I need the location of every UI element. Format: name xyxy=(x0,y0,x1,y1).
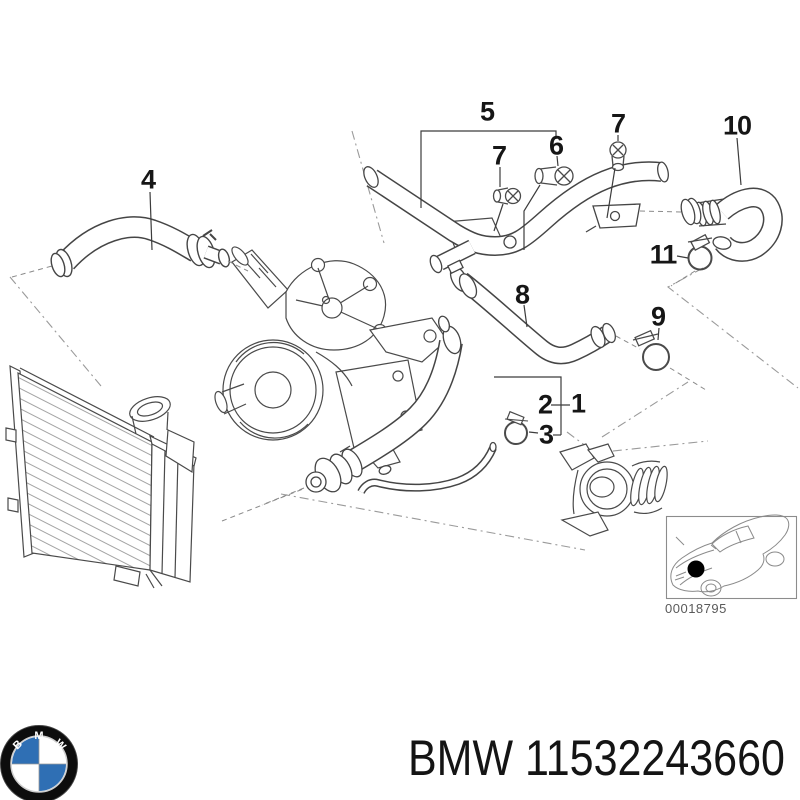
callout-4: 4 xyxy=(140,164,156,195)
part-location-dot xyxy=(687,560,705,578)
leader-lines xyxy=(149,130,742,436)
thermostat-water-pump xyxy=(214,246,448,469)
clamp-9 xyxy=(632,329,670,371)
clamp-11 xyxy=(687,233,713,271)
hose-5 xyxy=(363,161,669,274)
hose-10 xyxy=(680,187,783,262)
bmw-logo: B M W xyxy=(0,725,78,800)
callout-6: 6 xyxy=(548,130,564,161)
callout-9: 9 xyxy=(650,301,666,332)
clamp-3 xyxy=(504,410,529,445)
vehicle-inset xyxy=(665,514,798,600)
hose-4 xyxy=(50,216,231,278)
bolt-7-right xyxy=(609,141,627,172)
logo-letter-m: M xyxy=(34,730,43,742)
hose-8 xyxy=(446,259,616,365)
inset-frame xyxy=(665,515,798,600)
leader-dashes xyxy=(11,210,707,522)
throttle-housing xyxy=(559,443,668,537)
logo-quadrant-blue-br xyxy=(39,764,66,791)
callout-8: 8 xyxy=(514,279,530,310)
callout-1: 1 xyxy=(570,388,586,419)
hose-1-assembly xyxy=(305,315,529,494)
callout-7-right: 7 xyxy=(610,108,626,139)
callout-10: 10 xyxy=(722,110,752,141)
callout-7-left: 7 xyxy=(491,140,507,171)
callout-3: 3 xyxy=(538,419,554,450)
bolt-6 xyxy=(534,166,574,186)
inset-image-code: 00018795 xyxy=(665,601,727,616)
logo-quadrant-blue-tl xyxy=(12,737,39,764)
callout-11: 11 xyxy=(649,239,678,270)
callout-2: 2 xyxy=(537,389,553,420)
callout-5: 5 xyxy=(479,96,495,127)
radiator xyxy=(5,364,197,589)
part-number-title: BMW 11532243660 xyxy=(408,730,785,786)
bolt-7-left xyxy=(492,187,522,205)
